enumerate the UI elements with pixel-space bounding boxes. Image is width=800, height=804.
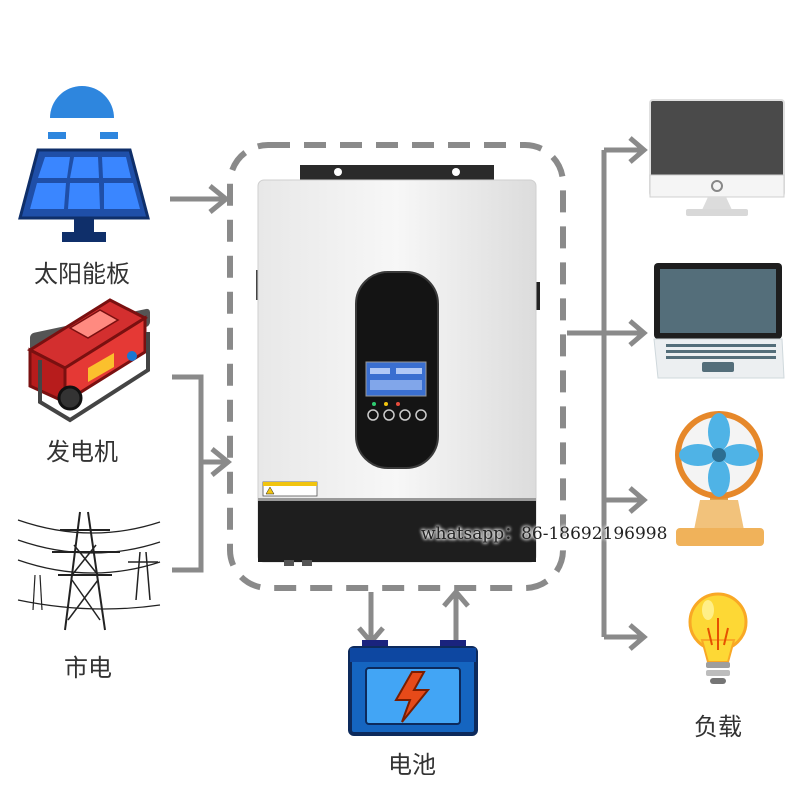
grid-label: 市电 xyxy=(64,654,112,682)
load-arrows xyxy=(567,136,648,651)
lcd-screen xyxy=(365,361,427,397)
battery-arrows xyxy=(357,588,470,646)
fan-icon xyxy=(675,411,764,546)
battery-label: 电池 xyxy=(388,751,436,779)
solar-arrow xyxy=(170,184,230,214)
load-label: 负载 xyxy=(694,713,742,741)
battery-icon xyxy=(348,640,478,736)
enter-button xyxy=(415,409,427,421)
esc-button xyxy=(367,409,379,421)
inverter-dashed-box xyxy=(227,142,566,591)
power-tower-icon xyxy=(17,511,161,631)
monitor-icon xyxy=(649,99,785,216)
down-button xyxy=(399,409,411,421)
generator-icon xyxy=(26,298,150,423)
light-bulb-icon xyxy=(688,592,748,684)
watermark-contact: whatsapp：86-18692196998 xyxy=(421,524,668,544)
solar-panel-label: 太阳能板 xyxy=(34,260,130,288)
laptop-icon xyxy=(653,263,785,379)
solar-panel-icon xyxy=(18,86,150,242)
up-button xyxy=(383,409,395,421)
generator-grid-arrow xyxy=(172,374,232,573)
generator-label: 发电机 xyxy=(46,438,118,466)
inverter-icon xyxy=(256,165,540,566)
